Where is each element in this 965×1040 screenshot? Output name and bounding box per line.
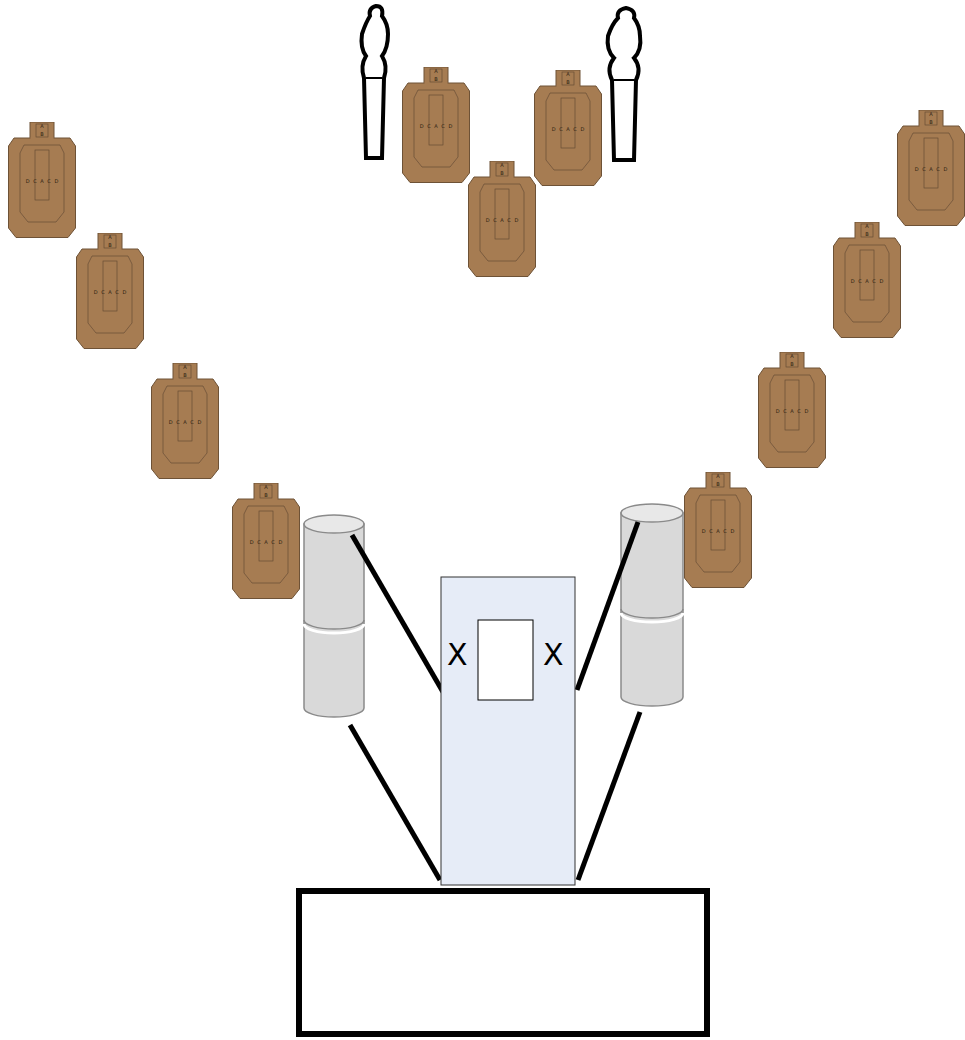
zone-letter: A xyxy=(76,234,144,240)
window-opening xyxy=(478,620,533,700)
zone-letters: D C A C D xyxy=(758,408,826,414)
zone-letters: D C A C D xyxy=(76,289,144,295)
zone-letter: B xyxy=(76,242,144,248)
paper-target: AB D C A C D xyxy=(897,110,965,226)
zone-letter: B xyxy=(684,481,752,487)
zone-letter: B xyxy=(468,170,536,176)
paper-target: AB D C A C D xyxy=(684,472,752,588)
zone-letters: D C A C D xyxy=(468,217,536,223)
zone-letter: A xyxy=(833,223,901,229)
paper-target: AB D C A C D xyxy=(468,161,536,277)
zone-letter: A xyxy=(684,473,752,479)
zone-letters: D C A C D xyxy=(534,126,602,132)
position-mark: X xyxy=(543,639,564,671)
zone-letter: B xyxy=(758,361,826,367)
zone-letter: A xyxy=(8,123,76,129)
paper-target: AB D C A C D xyxy=(8,122,76,238)
start-box xyxy=(299,891,707,1034)
zone-letter: A xyxy=(232,484,300,490)
paper-target: AB D C A C D xyxy=(833,222,901,338)
zone-letters: D C A C D xyxy=(402,123,470,129)
paper-target: AB D C A C D xyxy=(76,233,144,349)
barrel-stack xyxy=(621,504,683,706)
zone-letters: D C A C D xyxy=(8,178,76,184)
paper-target: AB D C A C D xyxy=(534,70,602,186)
zone-letter: A xyxy=(151,364,219,370)
zone-letter: B xyxy=(402,76,470,82)
no-shoot-detail xyxy=(366,78,634,80)
position-mark: X xyxy=(447,639,468,671)
zone-letter: A xyxy=(758,353,826,359)
shooting-area xyxy=(441,577,575,885)
paper-target: AB D C A C D xyxy=(758,352,826,468)
zone-letter: B xyxy=(833,231,901,237)
zone-letters: D C A C D xyxy=(833,278,901,284)
zone-letter: A xyxy=(468,162,536,168)
zone-letters: D C A C D xyxy=(151,419,219,425)
paper-target: AB D C A C D xyxy=(232,483,300,599)
zone-letter: B xyxy=(151,372,219,378)
zone-letter: B xyxy=(897,119,965,125)
zone-letters: D C A C D xyxy=(897,166,965,172)
paper-target: AB D C A C D xyxy=(402,67,470,183)
zone-letter: B xyxy=(232,492,300,498)
zone-letter: B xyxy=(534,79,602,85)
paper-target: AB D C A C D xyxy=(151,363,219,479)
zone-letter: A xyxy=(534,71,602,77)
zone-letters: D C A C D xyxy=(684,528,752,534)
zone-letter: B xyxy=(8,131,76,137)
zone-letters: D C A C D xyxy=(232,539,300,545)
zone-letter: A xyxy=(897,111,965,117)
zone-letter: A xyxy=(402,68,470,74)
barrel-stack xyxy=(304,515,364,717)
